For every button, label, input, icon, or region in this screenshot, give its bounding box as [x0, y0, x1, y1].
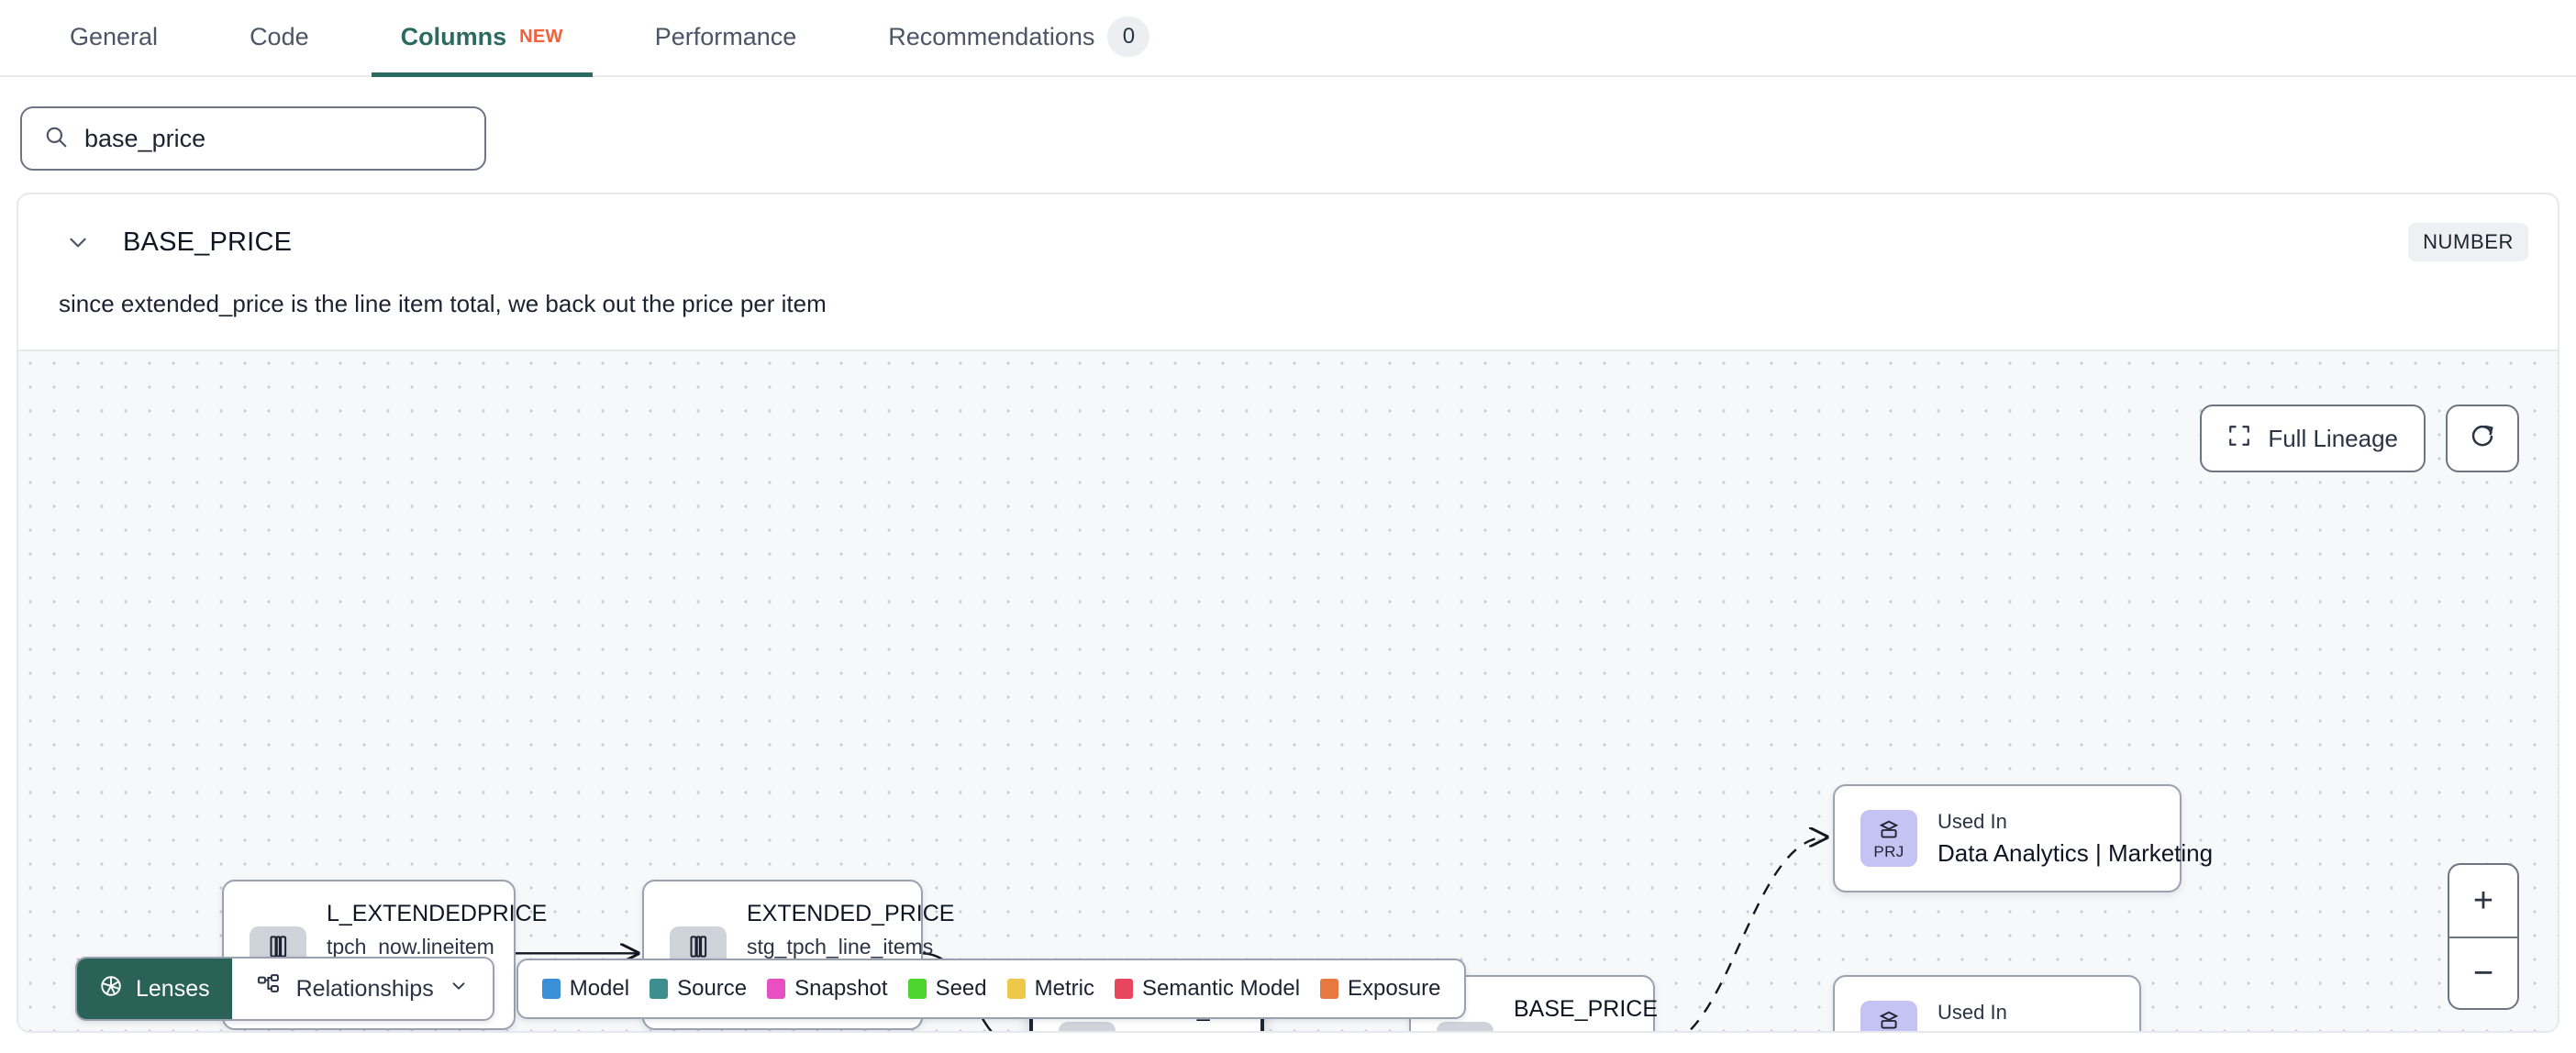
- lenses-label: Lenses: [136, 975, 210, 1002]
- search-input[interactable]: [84, 124, 462, 153]
- expand-frame-icon: [2227, 424, 2251, 454]
- tab-bar: General Code Columns NEW Performance Rec…: [0, 0, 2576, 77]
- search-box[interactable]: [20, 106, 486, 171]
- column-card: BASE_PRICE NUMBER since extended_price i…: [17, 193, 2559, 1033]
- legend-swatch: [1114, 979, 1133, 999]
- legend-swatch: [650, 979, 669, 999]
- legend-swatch: [1320, 979, 1339, 999]
- prj-icon: PRJ: [1860, 1001, 1917, 1031]
- node-table-name: tpch_now.lineitem: [327, 935, 494, 959]
- node-column-name: BASE_PRICE: [1514, 996, 1659, 1022]
- used-in-label: Used In: [1938, 809, 2007, 833]
- legend-label: Seed: [935, 976, 987, 1001]
- tab-label: General: [70, 22, 159, 50]
- tab-label: Performance: [654, 22, 797, 50]
- tab-label: Recommendations: [888, 22, 1095, 50]
- prj-icon: PRJ: [1860, 810, 1917, 867]
- node-column-name: EXTENDED_PRICE: [747, 901, 955, 926]
- legend-item-snapshot[interactable]: Snapshot: [767, 976, 888, 1002]
- lens-group: Lenses Relationships: [75, 957, 494, 1021]
- zoom-out-button[interactable]: −: [2449, 937, 2517, 1008]
- legend-swatch: [541, 979, 561, 999]
- tab-general[interactable]: General: [40, 0, 187, 75]
- column-header[interactable]: BASE_PRICE NUMBER: [18, 194, 2558, 290]
- legend-label: Snapshot: [794, 976, 888, 1001]
- legend-label: Metric: [1034, 976, 1094, 1001]
- search-area: [0, 77, 2576, 171]
- node-type-legend: Model Source Snapshot Seed Metric Semantic Mo…: [516, 959, 1467, 1019]
- legend-swatch: [1006, 979, 1026, 999]
- col-icon: COL: [1059, 1022, 1116, 1031]
- col-icon: COL: [1437, 1022, 1493, 1031]
- full-lineage-label: Full Lineage: [2268, 424, 2398, 452]
- node-table-name: stg_tpch_line_items: [747, 935, 934, 959]
- search-icon: [44, 125, 68, 153]
- hierarchy-icon: [256, 973, 282, 1005]
- legend-label: Semantic Model: [1141, 976, 1301, 1001]
- legend-item-exposure[interactable]: Exposure: [1320, 976, 1440, 1002]
- legend-label: Model: [569, 976, 630, 1001]
- tab-columns[interactable]: Columns NEW: [371, 0, 593, 77]
- canvas-toolbar: Lenses Relationships: [75, 957, 1467, 1021]
- aperture-icon: [99, 974, 123, 1004]
- recommendations-count-badge: 0: [1107, 17, 1150, 57]
- lineage-canvas[interactable]: COLL_EXTENDEDPRICEtpch_now.lineitemSOURC…: [18, 349, 2558, 1031]
- project-name: Data Analytics | Sales: [1938, 1030, 2168, 1032]
- refresh-button[interactable]: [2446, 405, 2519, 472]
- lenses-button[interactable]: Lenses: [77, 959, 232, 1019]
- tab-recommendations[interactable]: Recommendations 0: [859, 0, 1179, 75]
- node-table-name: fct_order_items: [1514, 1030, 1660, 1031]
- legend-item-model[interactable]: Model: [541, 976, 630, 1002]
- full-lineage-button[interactable]: Full Lineage: [2200, 405, 2426, 472]
- node-kind-label: PRJ: [1873, 843, 1904, 860]
- tab-label: Columns: [400, 22, 507, 50]
- node-table-name: order_items: [1136, 1030, 1280, 1031]
- chevron-down-icon[interactable]: [66, 230, 90, 254]
- legend-label: Exposure: [1348, 976, 1441, 1001]
- legend-swatch: [767, 979, 786, 999]
- legend-item-metric[interactable]: Metric: [1006, 976, 1094, 1002]
- project-name: Data Analytics | Marketing: [1938, 838, 2214, 867]
- zoom-in-button[interactable]: +: [2472, 881, 2494, 920]
- relationships-button[interactable]: Relationships: [231, 959, 493, 1019]
- legend-label: Source: [677, 976, 748, 1001]
- column-description: since extended_price is the line item to…: [59, 290, 827, 317]
- tab-label: Code: [250, 22, 309, 50]
- refresh-icon: [2469, 423, 2496, 455]
- page-title: BASE_PRICE: [123, 227, 293, 257]
- relationships-label: Relationships: [295, 975, 434, 1002]
- lineage-node-prj_marketing[interactable]: PRJ Used In Data Analytics | Marketing: [1833, 784, 2213, 892]
- tab-performance[interactable]: Performance: [626, 0, 827, 75]
- new-badge: NEW: [519, 26, 563, 47]
- column-type-badge: NUMBER: [2408, 223, 2528, 261]
- tab-code[interactable]: Code: [220, 0, 339, 75]
- legend-item-seed[interactable]: Seed: [907, 976, 987, 1002]
- legend-item-source[interactable]: Source: [650, 976, 747, 1002]
- used-in-label: Used In: [1938, 1000, 2007, 1024]
- zoom-controls: + −: [2448, 863, 2519, 1010]
- chevron-down-icon: [449, 976, 469, 1003]
- legend-item-semantic-model[interactable]: Semantic Model: [1114, 976, 1301, 1002]
- node-column-name: L_EXTENDEDPRICE: [327, 901, 548, 926]
- legend-swatch: [907, 979, 927, 999]
- lineage-node-prj_sales[interactable]: PRJ Used In Data Analytics | Sales: [1833, 975, 2168, 1031]
